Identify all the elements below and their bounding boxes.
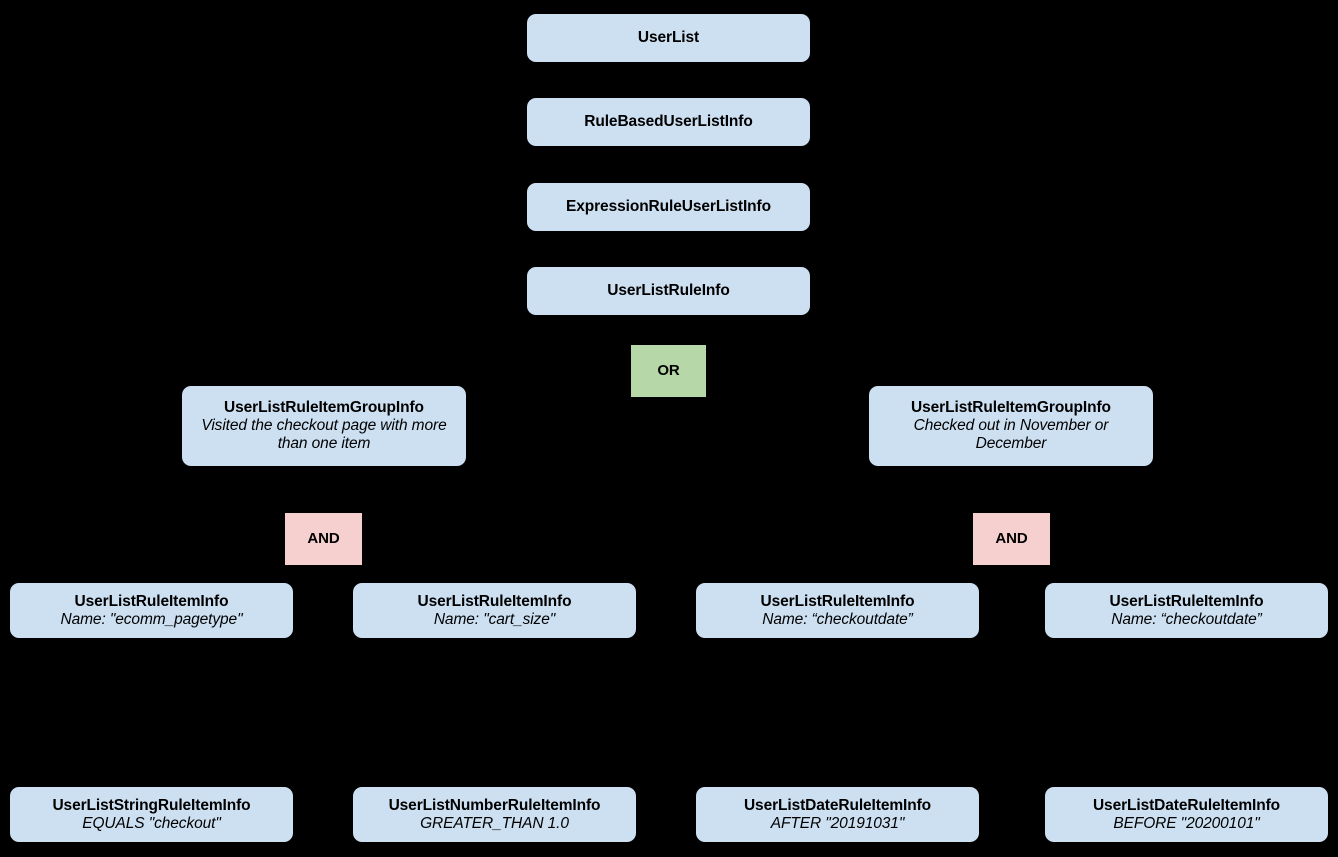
node-title: UserListRuleItemInfo xyxy=(760,592,915,610)
node-or-operator[interactable]: OR xyxy=(631,345,706,397)
node-subtitle: BEFORE "20200101" xyxy=(1113,814,1260,832)
edge-group-right-to-and-operator-right xyxy=(1005,465,1018,515)
node-userlist[interactable]: UserList xyxy=(527,14,810,62)
edge-and-operator-left-to-ruleitem-ecomm-pagetype xyxy=(145,564,325,585)
node-title: UserListDateRuleItemInfo xyxy=(743,796,932,814)
node-subtitle: EQUALS "checkout" xyxy=(82,814,221,832)
node-title: UserListRuleItemInfo xyxy=(417,592,572,610)
node-title: UserListRuleItemInfo xyxy=(74,592,229,610)
node-title: UserListStringRuleItemInfo xyxy=(52,796,251,814)
node-subtitle: Name: "cart_size" xyxy=(433,610,556,628)
node-title: UserListNumberRuleItemInfo xyxy=(388,796,601,814)
node-expressionruleuserlistinfo[interactable]: ExpressionRuleUserListInfo xyxy=(527,183,810,231)
node-subtitle: Name: "ecomm_pagetype" xyxy=(60,610,243,628)
node-title: UserList xyxy=(637,29,700,47)
node-subtitle: Visited the checkout page with more than… xyxy=(201,417,447,452)
node-rulebaseduserlistinfo[interactable]: RuleBasedUserListInfo xyxy=(527,98,810,146)
node-title: UserListRuleItemInfo xyxy=(1109,592,1264,610)
node-title: UserListRuleInfo xyxy=(607,282,730,300)
node-subtitle: Checked out in November or December xyxy=(913,417,1109,452)
edge-group-left-to-and-operator-left xyxy=(317,465,330,515)
node-and-operator-left[interactable]: AND xyxy=(285,513,362,565)
edge-and-operator-right-to-ruleitem-checkoutdate-after xyxy=(831,564,1013,585)
node-subtitle: GREATER_THAN 1.0 xyxy=(420,814,569,832)
node-title: AND xyxy=(307,530,340,548)
edge-and-operator-right-to-ruleitem-checkoutdate-before xyxy=(1010,564,1193,585)
node-and-operator-right[interactable]: AND xyxy=(973,513,1050,565)
node-title: UserListRuleItemGroupInfo xyxy=(911,399,1111,417)
node-subtitle: AFTER "20191031" xyxy=(770,814,905,832)
node-title: AND xyxy=(995,530,1028,548)
node-title: ExpressionRuleUserListInfo xyxy=(566,198,771,216)
node-userlistruleinfo[interactable]: UserListRuleInfo xyxy=(527,267,810,315)
node-title: UserListRuleItemGroupInfo xyxy=(224,399,424,417)
node-title: UserListDateRuleItemInfo xyxy=(1092,796,1281,814)
node-title: OR xyxy=(657,362,680,380)
node-title: RuleBasedUserListInfo xyxy=(584,113,753,131)
node-subtitle: Name: “checkoutdate” xyxy=(1111,610,1262,628)
node-subtitle: Name: “checkoutdate” xyxy=(762,610,913,628)
edge-and-operator-left-to-ruleitem-cart-size xyxy=(322,564,501,585)
